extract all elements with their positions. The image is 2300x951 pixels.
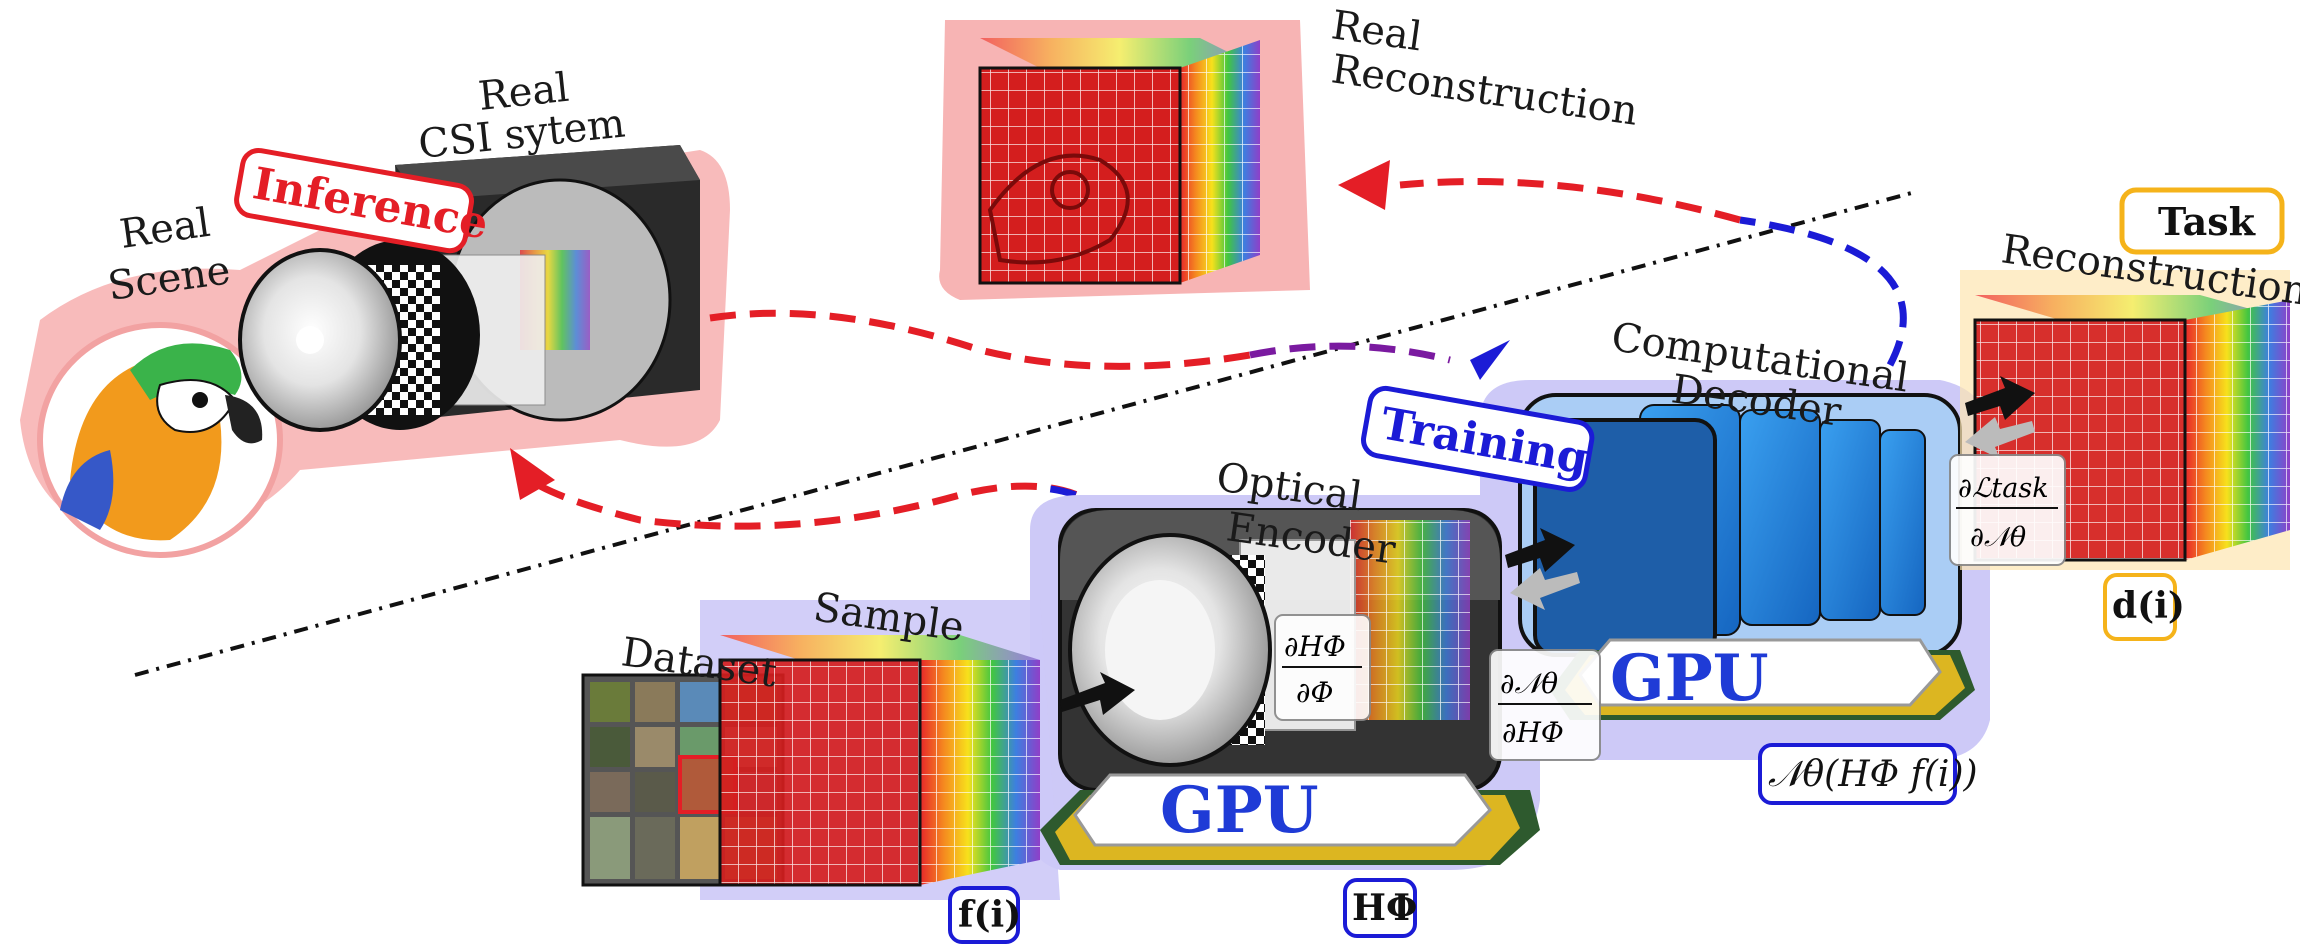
forward-arrow-task <box>1965 376 2035 420</box>
tag-h-phi: HΦ <box>1343 878 1417 938</box>
real-reconstruction-cube <box>939 20 1310 300</box>
tag-d-i: d(i) <box>2103 573 2185 641</box>
backward-arrow-task <box>1965 417 2035 459</box>
tag-f-i: f(i) <box>948 886 1021 944</box>
gpu-label-encoder: GPU <box>1160 773 1319 848</box>
tag-d-i-text: d(i) <box>2112 585 2185 627</box>
grad-h-denominator: ∂Φ <box>1296 676 1333 709</box>
gpu-label-decoder: GPU <box>1610 641 1769 716</box>
arrowhead-blue-right <box>1470 340 1510 380</box>
real-scene-label-line1: Real <box>117 200 213 258</box>
grad-n-numerator: ∂𝒩θ <box>1500 667 1558 700</box>
decoder-gradient-box: ∂𝒩θ ∂HΦ <box>1489 649 1601 761</box>
forward-arrow-encoder <box>1060 672 1135 715</box>
backward-arrow-decoder <box>1510 568 1580 610</box>
encoder-gradient-box: ∂HΦ ∂Φ <box>1274 614 1371 721</box>
real-csi-label-line1: Real <box>476 65 571 120</box>
inference-arrow-decoder-to-reconstruction <box>1739 216 1907 367</box>
training-to-inference-arrow <box>528 477 1113 530</box>
grad-h-numerator: ∂HΦ <box>1284 630 1346 663</box>
inference-arrow-camera-to-decoder-tail <box>1249 342 1451 364</box>
inference-arrow-decoder-to-reconstruction-mid <box>1399 178 1741 224</box>
grad-task-denominator: ∂𝒩θ <box>1970 522 2026 553</box>
gpu-chip-icon: GPU <box>1040 773 1540 865</box>
forward-arrow-decoder <box>1505 528 1575 572</box>
task-gradient-box: ∂ℒtask ∂𝒩θ <box>1949 454 2066 566</box>
dataset-grid-icon <box>581 673 785 887</box>
real-reconstruction-label-line2: Reconstruction <box>1329 46 1641 135</box>
gpu-chip-decoder: GPU <box>1550 638 1975 720</box>
task-badge: Task <box>2119 187 2285 255</box>
tag-f-i-text: f(i) <box>958 894 1021 936</box>
divider-line <box>134 190 1916 677</box>
arrowhead-red-left-top <box>1338 160 1390 210</box>
sample-cube <box>718 635 1040 887</box>
grad-n-denominator: ∂HΦ <box>1502 716 1564 749</box>
parrot-icon <box>37 322 283 558</box>
decoder-layers-icon <box>1518 393 1962 657</box>
tag-n-theta: 𝒩θ(HΦ f(i)) <box>1758 743 1978 805</box>
arrowhead-red-up <box>510 448 555 500</box>
inference-arrow-camera-to-decoder <box>709 309 1251 370</box>
tag-h-phi-text: HΦ <box>1352 887 1417 929</box>
task-label: Task <box>2158 199 2256 244</box>
camera-icon <box>238 145 700 432</box>
tag-n-theta-text: 𝒩θ(HΦ f(i)) <box>1768 754 1978 795</box>
grad-task-numerator: ∂ℒtask <box>1958 473 2049 504</box>
